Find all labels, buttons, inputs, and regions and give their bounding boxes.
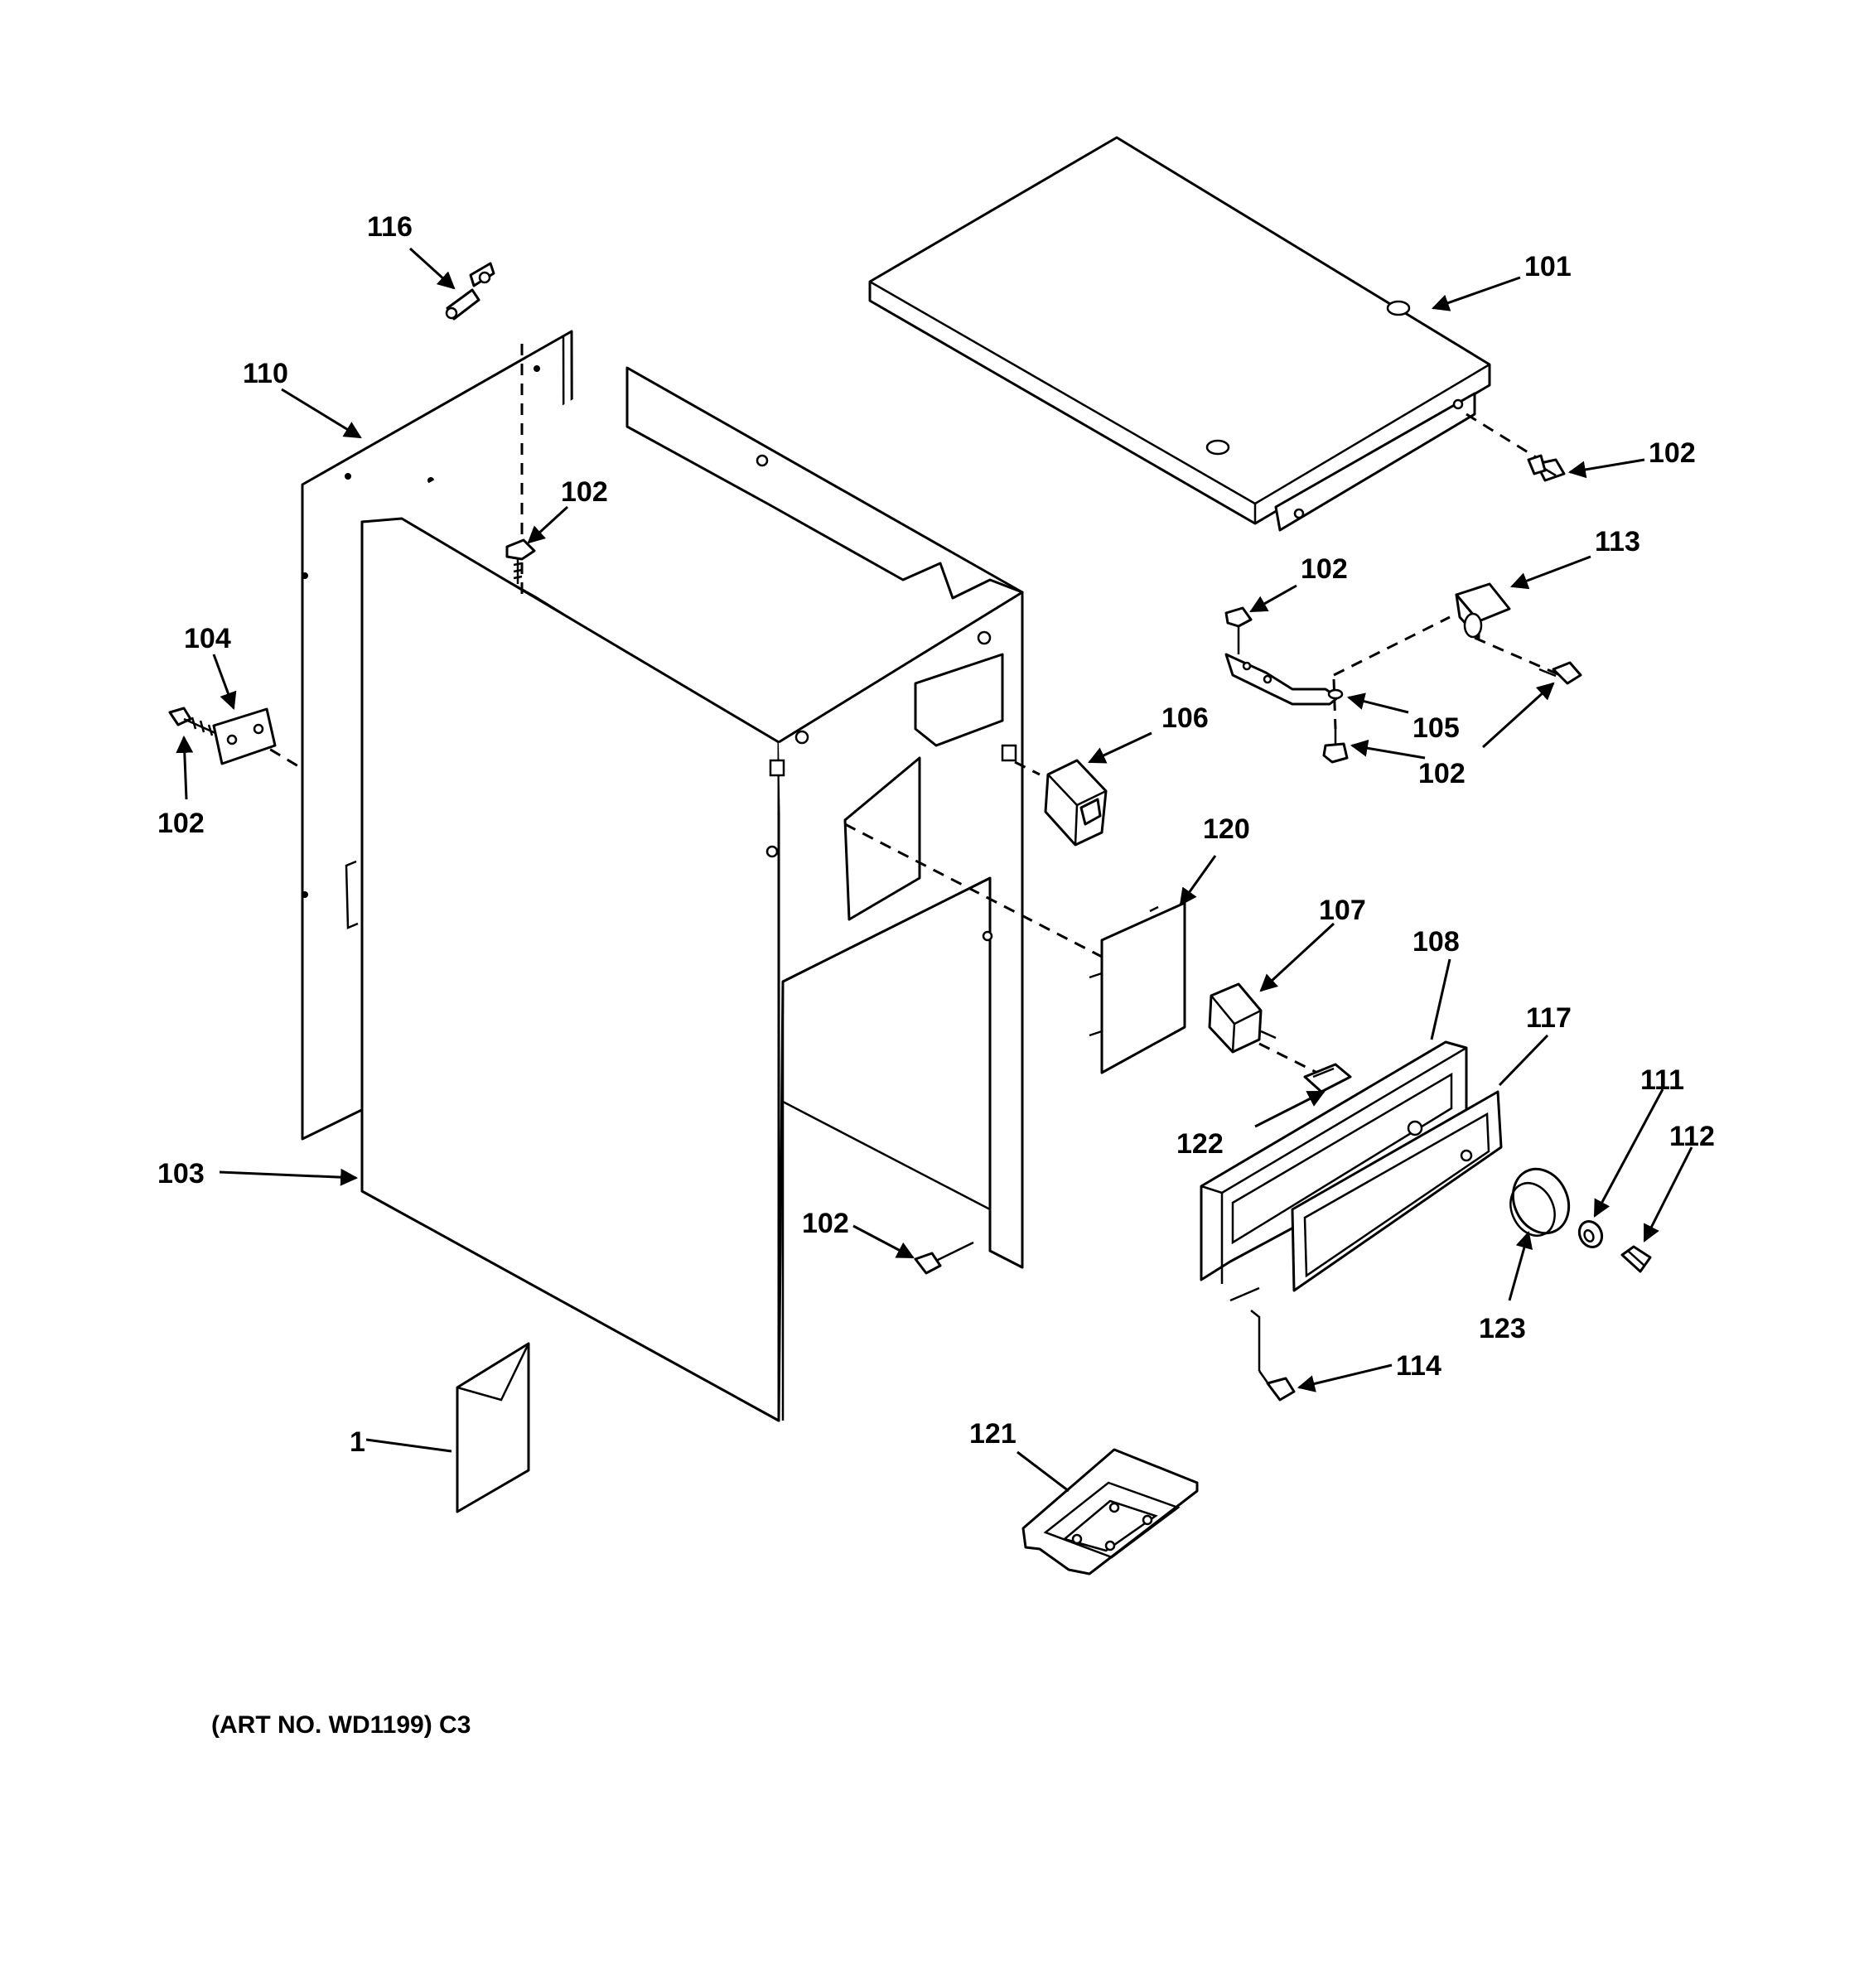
callout-110: 110 [243,358,288,389]
callout-102-bracket-top: 102 [1301,553,1348,585]
trim-frame-part-117 [1291,1090,1503,1292]
block-part-113 [1455,582,1511,639]
clip-part-122 [1303,1063,1352,1093]
literature-part-1 [456,1342,530,1513]
callout-103: 103 [157,1158,205,1189]
callout-106: 106 [1161,702,1209,734]
switch-part-106 [1044,759,1108,847]
callout-108: 108 [1412,926,1460,958]
screw-part-102-cabinet-top [505,538,536,584]
callout-102-cabinet-top: 102 [561,476,608,508]
callout-102-top-panel: 102 [1649,437,1696,469]
screw-part-114 [1258,1370,1296,1402]
callout-114: 114 [1396,1350,1441,1382]
callout-102-bracket-bottom: 102 [1418,758,1466,789]
cabinet-part-103 [360,245,1024,1422]
screw-part-102-bracket-top [1224,606,1253,654]
leader-lines [176,247,1693,1493]
callout-120: 120 [1203,813,1250,845]
screw-part-102-left-strap [168,707,216,736]
callout-113: 113 [1595,526,1640,557]
bracket-part-105 [1224,653,1344,706]
callout-107: 107 [1319,895,1366,926]
callout-116: 116 [367,211,413,243]
switch-part-107 [1208,982,1277,1054]
callout-101: 101 [1524,251,1572,282]
callout-117: 117 [1526,1002,1572,1034]
bezel-part-123 [1509,1167,1571,1237]
callout-111: 111 [1640,1064,1684,1096]
screw-part-102-top-panel [1527,454,1566,482]
callout-105: 105 [1412,712,1460,744]
callout-104: 104 [184,623,231,654]
callout-1: 1 [350,1426,365,1458]
callout-121: 121 [969,1418,1017,1450]
screw-part-102-bracket-side [1538,661,1582,685]
callout-102-left-strap: 102 [157,808,205,839]
cover-plate-part-120 [1089,901,1186,1074]
callout-122: 122 [1176,1128,1224,1160]
callout-123: 123 [1479,1313,1526,1344]
thumbscrew-part-116 [445,262,495,321]
ring-part-111 [1577,1219,1604,1249]
parts-bag-part-121 [1021,1448,1199,1575]
screw-part-102-cabinet-front [914,1241,974,1275]
control-panel-part-108 [1200,1040,1468,1371]
knob-part-112 [1620,1245,1652,1273]
callout-102-cabinet-front: 102 [802,1208,849,1239]
callout-labels: 116 101 102 110 102 113 102 104 105 102 … [157,211,1715,1458]
screw-part-102-bracket-bottom [1322,729,1349,764]
top-panel-part-101 [868,136,1491,532]
callout-112: 112 [1669,1121,1715,1152]
art-number-caption: (ART NO. WD1199) C3 [211,1711,471,1739]
strap-part-104 [212,707,277,765]
